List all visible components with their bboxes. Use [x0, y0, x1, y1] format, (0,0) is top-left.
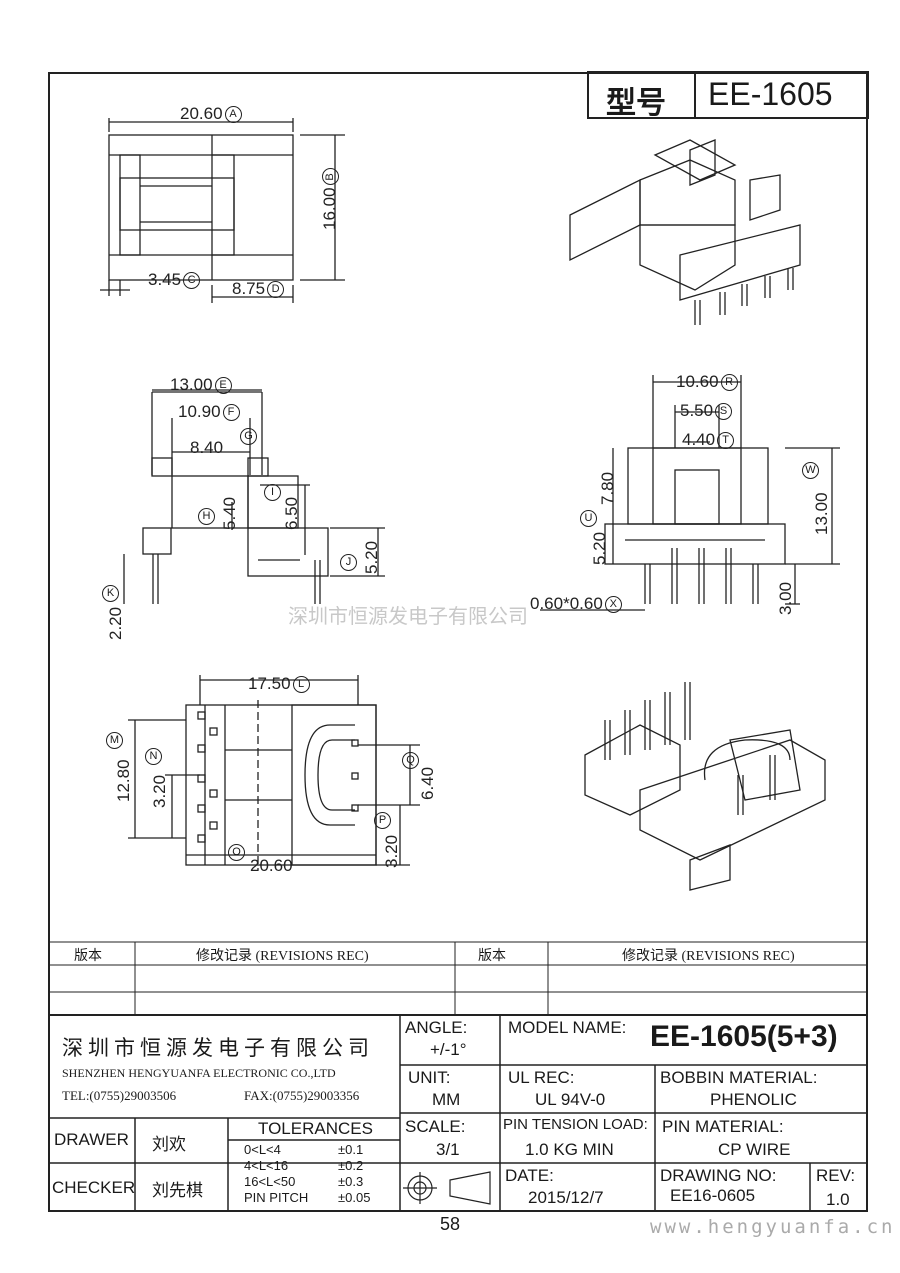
company-en: SHENZHEN HENGYUANFA ELECTRONIC CO.,LTD: [62, 1066, 336, 1080]
rev-value: 1.0: [826, 1190, 850, 1209]
page-number: 58: [440, 1214, 461, 1234]
bobbin-label: BOBBIN MATERIAL:: [660, 1068, 818, 1087]
iso-view-bottom: [584, 682, 826, 891]
date-label: DATE:: [505, 1166, 554, 1185]
dim-w: 13.00: [812, 492, 831, 535]
ul-value: UL 94V-0: [535, 1090, 606, 1109]
bobbin-value: PHENOLIC: [710, 1090, 797, 1109]
dim-g-tag: G: [238, 426, 257, 445]
title-block-grid: [48, 1015, 868, 1212]
tolerance-ranges: 0<L<4 4<L<16 16<L<50 PIN PITCH: [244, 1142, 309, 1205]
dim-u-tag: U: [578, 508, 597, 527]
rev-record-header-1: 修改记录 (REVISIONS REC): [196, 949, 369, 964]
top-view: [100, 118, 345, 303]
side-view: [123, 389, 385, 604]
dim-m-tag: M: [104, 730, 123, 749]
scale-value: 3/1: [436, 1140, 460, 1159]
dim-p: 3.20: [382, 834, 401, 868]
angle-label: ANGLE:: [405, 1018, 468, 1037]
front-view: [540, 375, 840, 611]
website: www.hengyuanfa.cn: [650, 1216, 896, 1238]
model-name-value: EE-1605(5+3): [650, 1020, 838, 1053]
pin-material-value: CP WIRE: [718, 1140, 791, 1159]
dim-m: 12.80: [114, 759, 133, 802]
dim-k: 2.20: [106, 606, 125, 640]
scale-label: SCALE:: [405, 1117, 466, 1136]
dim-u1: 7.80: [598, 471, 617, 505]
rev-version-header-1: 版本: [74, 949, 102, 964]
dim-p-tag: P: [372, 810, 391, 829]
company-tel: TEL:(0755)29003506: [62, 1088, 177, 1103]
dim-i-tag: I: [262, 482, 281, 501]
tension-value: 1.0 KG MIN: [525, 1140, 614, 1159]
dim-h: 5.40: [220, 496, 239, 530]
dim-n-tag: N: [143, 746, 162, 765]
model-header-box: [587, 71, 869, 119]
dim-y: 3.00: [776, 581, 795, 615]
dim-q: 6.40: [418, 766, 437, 800]
projection-symbol: [403, 1171, 491, 1205]
dim-b: 16.00B: [320, 168, 340, 230]
bottom-view: [128, 675, 420, 870]
tolerances-label: TOLERANCES: [258, 1119, 373, 1138]
dim-g: 8.40: [190, 438, 224, 457]
company-fax: FAX:(0755)29003356: [244, 1088, 360, 1103]
model-label: 型号: [606, 87, 666, 120]
pin-material-label: PIN MATERIAL:: [662, 1117, 784, 1136]
ul-label: UL REC:: [508, 1068, 575, 1087]
dim-i: 6.50: [282, 496, 301, 530]
dim-h-tag: H: [196, 506, 215, 525]
drawing-frame: [48, 72, 868, 1212]
drawer-value: 刘欢: [152, 1135, 186, 1154]
rev-label: REV:: [816, 1166, 856, 1185]
dim-j-tag: J: [338, 552, 357, 571]
company-cn: 深圳市恒源发电子有限公司: [62, 1036, 374, 1060]
revisions-grid: [48, 941, 868, 1016]
dim-j: 5.20: [362, 540, 381, 574]
dim-q-tag: Q: [400, 750, 419, 769]
drawer-label: DRAWER: [54, 1130, 129, 1149]
iso-view-top: [569, 139, 801, 325]
checker-value: 刘先棋: [152, 1181, 203, 1200]
dim-o-tag: O: [226, 842, 245, 861]
tension-label: PIN TENSION LOAD:: [503, 1116, 648, 1133]
date-value: 2015/12/7: [528, 1188, 604, 1207]
dim-n: 3.20: [150, 774, 169, 808]
unit-label: UNIT:: [408, 1068, 451, 1087]
dim-k-tag: K: [100, 583, 119, 602]
model-value: EE-1605: [708, 76, 833, 112]
rev-record-header-2: 修改记录 (REVISIONS REC): [622, 949, 795, 964]
rev-version-header-2: 版本: [478, 949, 506, 964]
unit-value: MM: [432, 1090, 461, 1109]
watermark: 深圳市恒源发电子有限公司: [288, 604, 528, 628]
tolerance-values: ±0.1 ±0.2 ±0.3 ±0.05: [338, 1142, 371, 1205]
drawing-no-value: EE16-0605: [670, 1186, 756, 1205]
dim-u2: 5.20: [590, 531, 609, 565]
angle-value: +/-1°: [430, 1040, 467, 1059]
checker-label: CHECKER: [52, 1178, 136, 1197]
dim-w-tag: W: [800, 460, 819, 479]
model-name-label: MODEL NAME:: [508, 1018, 627, 1037]
drawing-no-label: DRAWING NO:: [660, 1166, 777, 1185]
dim-o: 20.60: [250, 856, 293, 875]
